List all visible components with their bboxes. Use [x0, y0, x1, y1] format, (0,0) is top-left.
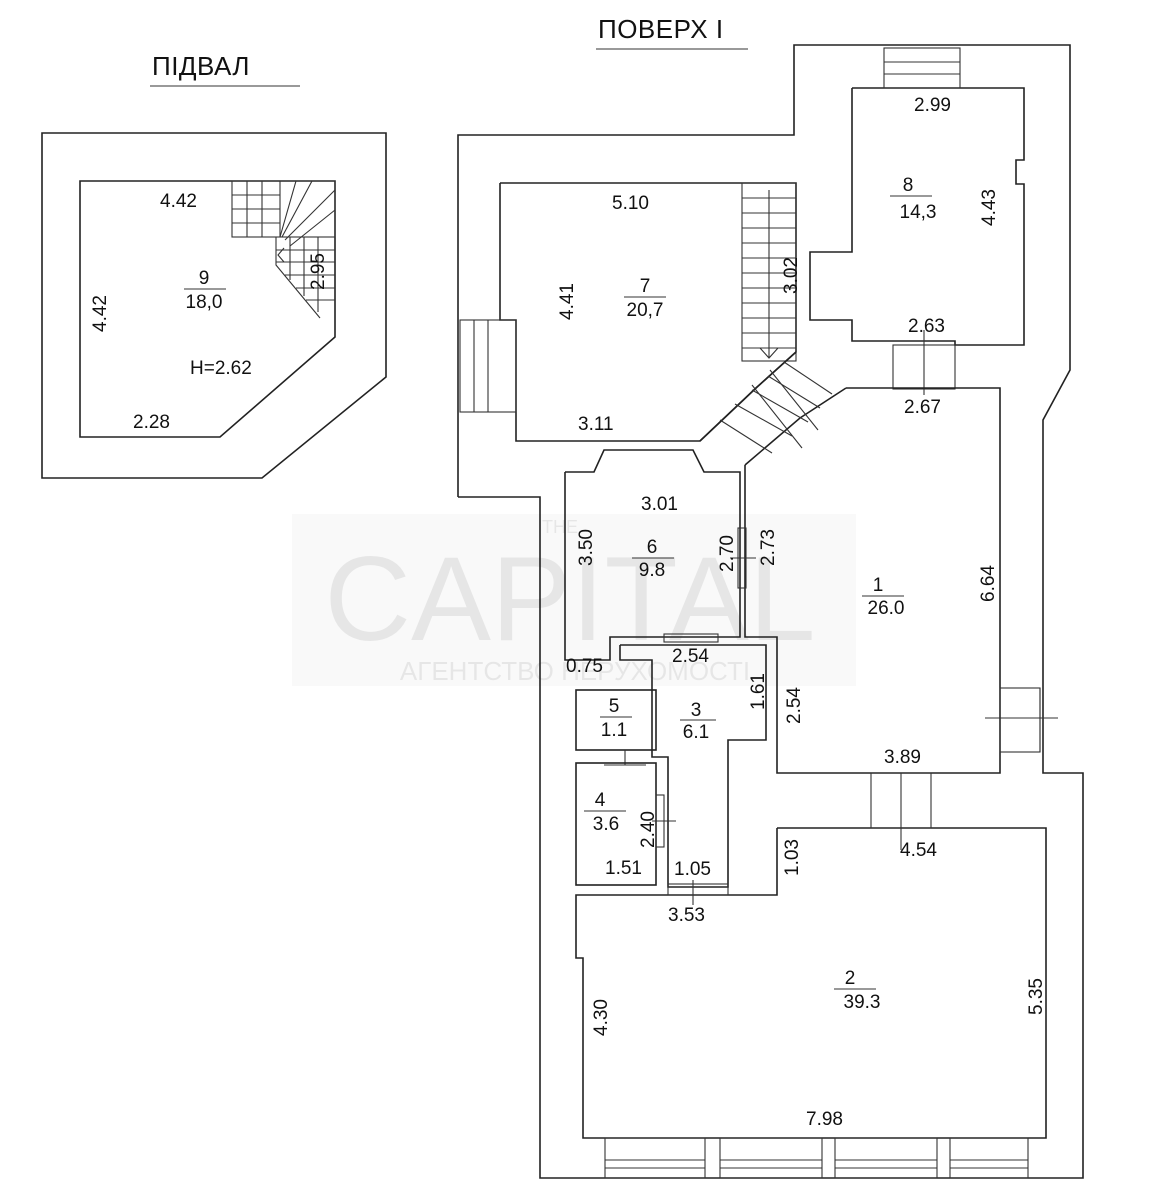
room4-number: 4: [595, 790, 606, 811]
room8-number: 8: [903, 175, 914, 196]
dim-r7-stair: 3.02: [781, 257, 802, 294]
room5-walls: [575, 689, 657, 751]
room9-number: 9: [199, 268, 210, 289]
watermark-top: THE: [542, 517, 578, 537]
dim-r1-bottom: 3.89: [884, 747, 921, 768]
room2-walls: [575, 827, 1047, 1139]
dim-b-top: 4.42: [160, 191, 197, 212]
dim-r4-right: 2.40: [638, 811, 659, 848]
dim-r6-top: 3.01: [641, 494, 678, 515]
dim-r1-top: 2.67: [904, 397, 941, 418]
room2-area: 39.3: [844, 992, 881, 1013]
room7-area: 20,7: [627, 300, 664, 321]
dim-r3-bottom: 1.05: [674, 859, 711, 880]
basement-outer-wall: [41, 132, 387, 479]
basement-stair: [231, 180, 336, 319]
dim-r8-bottom: 2.63: [908, 316, 945, 337]
dim-r7-bottom: 3.11: [578, 414, 614, 435]
dim-r6-right2: 2.73: [758, 529, 779, 566]
room7-stair: [741, 182, 797, 362]
basement-plan: 4.42 4.42 2.28 2.95 9 18,0 H=2.62: [41, 132, 387, 479]
room6-number: 6: [647, 537, 658, 558]
dim-r2-right: 5.35: [1026, 978, 1047, 1015]
dim-b-left: 4.42: [90, 295, 111, 332]
room5-area: 1.1: [601, 720, 627, 741]
door-6-3: [663, 633, 719, 643]
room7-number: 7: [640, 276, 651, 297]
floor1-outer-wall: [457, 44, 1084, 1179]
dim-r2-bottom: 7.98: [806, 1109, 843, 1130]
dim-r3-top: 2.54: [672, 646, 709, 667]
room3-number: 3: [691, 700, 702, 721]
dim-b-bottom: 2.28: [133, 412, 170, 433]
room3-area: 6.1: [683, 722, 709, 743]
dim-r7-left: 4.41: [557, 283, 578, 320]
watermark-sub: АГЕНТСТВО НЕРУХОМОСТІ: [400, 656, 750, 686]
dim-r6-left: 3.50: [576, 529, 597, 566]
dim-r6-door: 0.75: [566, 656, 603, 677]
room1-door-right: [999, 687, 1041, 753]
floor1-heading: ПОВЕРХ І: [598, 14, 724, 44]
room2-windows: [604, 1137, 1029, 1179]
dim-r4-bottom: 1.51: [605, 858, 642, 879]
room8-window: [883, 47, 961, 89]
dim-r2-top: 4.54: [900, 840, 937, 861]
room6-area: 9.8: [639, 560, 665, 581]
room8-area: 14,3: [900, 202, 937, 223]
dim-r8-top: 2.99: [914, 95, 951, 116]
room1-number: 1: [873, 575, 884, 596]
room2-number: 2: [845, 968, 856, 989]
room9-area: 18,0: [186, 292, 223, 313]
dim-r6-right: 2.70: [717, 535, 738, 572]
room7-side-steps: [459, 319, 517, 413]
dim-r3-right: 1.61: [748, 673, 769, 710]
watermark: THE CAPITAL АГЕНТСТВО НЕРУХОМОСТІ: [324, 517, 815, 686]
dim-r1-left: 2.54: [784, 687, 805, 724]
room5-number: 5: [609, 696, 620, 717]
diagonal-passage: [699, 351, 847, 466]
room4-area: 3.6: [593, 814, 619, 835]
dim-r2-left: 4.30: [591, 999, 612, 1036]
dim-b-stair: 2.95: [308, 253, 329, 290]
dim-r1-right: 6.64: [978, 565, 999, 602]
watermark-main: CAPITAL: [324, 532, 815, 666]
door-3-2: [667, 883, 729, 896]
dim-r7-top: 5.10: [612, 193, 649, 214]
dim-r2-topleft: 1.03: [782, 839, 803, 876]
dim-r8-right: 4.43: [979, 189, 1000, 226]
floor1-plan: 5.10 4.41 3.02 3.11 7 20,7 2.99 4.43 2.6…: [457, 44, 1084, 1179]
basement-height: H=2.62: [190, 358, 252, 379]
dim-r2-top2: 3.53: [668, 905, 705, 926]
room6-walls: [564, 449, 741, 661]
room1-area: 26.0: [868, 598, 905, 619]
basement-heading: ПІДВАЛ: [152, 51, 250, 81]
